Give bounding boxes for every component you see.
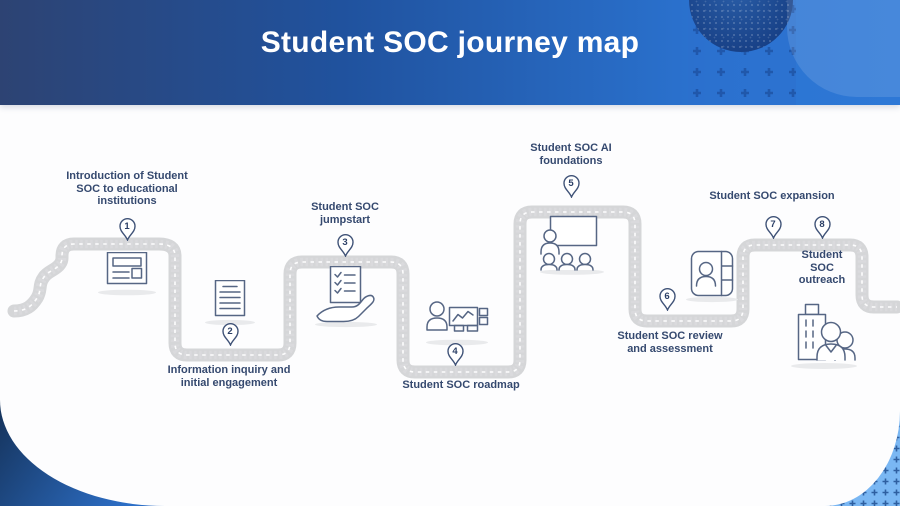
bottom-right-white-curve [640, 316, 900, 506]
announcement-card-icon [98, 252, 156, 296]
pin-icon [221, 323, 239, 346]
step-5-pin: 5 [562, 175, 580, 198]
step-1-pin: 1 [118, 218, 136, 241]
pin-icon [336, 234, 354, 257]
pin-icon [764, 216, 782, 239]
step-5-label: Student SOC AI foundations [530, 142, 612, 167]
step-3-pin: 3 [336, 234, 354, 257]
step-1-label: Introduction of Student SOC to education… [66, 170, 188, 207]
pin-icon [658, 288, 676, 311]
document-icon [205, 280, 255, 326]
step-3-label: Student SOC jumpstart [311, 201, 379, 226]
contact-book-icon [686, 250, 738, 303]
hand-checklist-icon [315, 266, 377, 328]
page-title: Student SOC journey map [260, 26, 640, 59]
step-4-label: Student SOC roadmap [402, 379, 520, 391]
building-people-icon [791, 303, 857, 369]
pin-icon [446, 343, 464, 366]
step-8-label: Student SOC outreach [798, 249, 846, 286]
classroom-icon [540, 215, 604, 275]
person-chart-icon [426, 301, 489, 346]
step-8-pin: 8 [813, 216, 831, 239]
header-banner: Student SOC journey map [0, 0, 900, 105]
step-7-pin: 7 [764, 216, 782, 239]
pin-icon [118, 218, 136, 241]
step-4-pin: 4 [446, 343, 464, 366]
pin-icon [813, 216, 831, 239]
step-6-label: Student SOC review and assessment [617, 330, 723, 355]
step-7-label: Student SOC expansion [709, 190, 835, 202]
step-2-label: Information inquiry and initial engageme… [167, 364, 291, 389]
pin-icon [562, 175, 580, 198]
step-2-pin: 2 [221, 323, 239, 346]
step-6-pin: 6 [658, 288, 676, 311]
